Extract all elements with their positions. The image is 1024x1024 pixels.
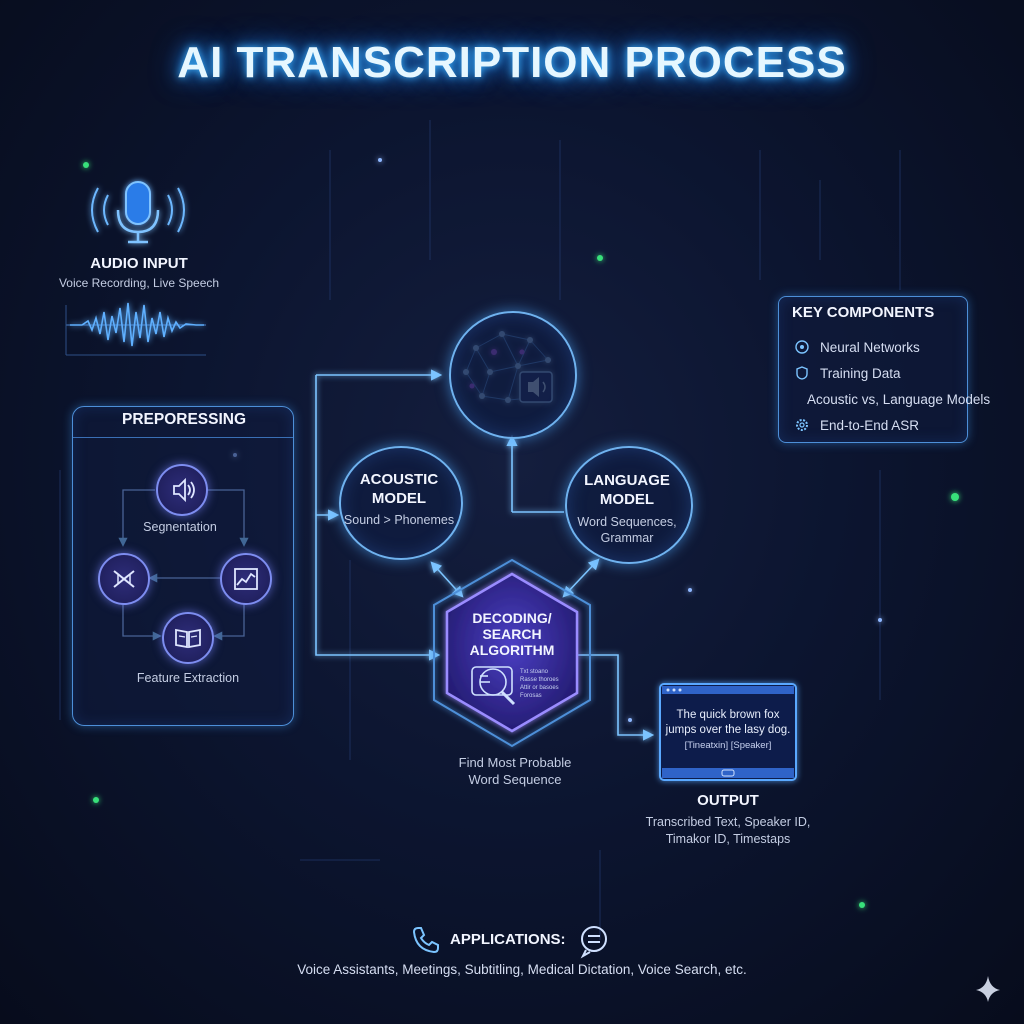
- connectors: [315, 369, 655, 741]
- circuit-lines: [59, 120, 901, 940]
- key-components-panel: [778, 296, 968, 443]
- decoding-hexagon: [433, 558, 591, 748]
- shield-icon: [796, 366, 808, 380]
- audio-input-title: AUDIO INPUT: [90, 255, 188, 272]
- magnifier-document-icon: [471, 666, 516, 706]
- speaker-icon: [156, 464, 208, 516]
- network-icon: [795, 340, 809, 354]
- applications-list: Voice Assistants, Meetings, Subtitling, …: [297, 962, 747, 977]
- sparkle-icon: [976, 976, 1000, 1002]
- microphone-icon: [91, 181, 185, 244]
- language-model-node: [565, 446, 693, 564]
- output-subtitle: Transcribed Text, Speaker ID,Timakor ID,…: [645, 815, 811, 846]
- book-icon: [162, 612, 214, 664]
- chart-icon: [220, 553, 272, 605]
- feature-extraction-label: Feature Extraction: [136, 671, 240, 685]
- segmentation-label: Segnentation: [143, 520, 217, 534]
- key-components-list: Neural Networks Training Data Acoustic v…: [794, 334, 990, 438]
- gear-icon: [796, 419, 808, 431]
- key-components-title: KEY COMPONENTS: [792, 304, 935, 321]
- output-title: OUTPUT: [697, 792, 759, 809]
- chat-bubble-icon: [580, 926, 607, 959]
- page-title: AI TRANSCRIPTION PROCESS: [177, 38, 847, 87]
- preprocessing-title: PREPORESSING: [121, 411, 247, 428]
- dna-icon: [98, 553, 150, 605]
- neural-network-circle: [449, 311, 577, 439]
- output-monitor: [659, 683, 797, 781]
- applications-title: APPLICATIONS:: [450, 931, 566, 948]
- acoustic-model-node: [339, 446, 463, 560]
- acoustic-model-subtitle: Sound > Phonemes: [343, 513, 455, 527]
- waveform-graphic: [65, 302, 206, 356]
- phone-icon: [412, 927, 439, 954]
- component-item: End-to-End ASR: [794, 412, 990, 438]
- component-item: Neural Networks: [794, 334, 990, 360]
- component-item: Acoustic vs, Language Models: [807, 391, 991, 407]
- component-item: Training Data: [794, 360, 990, 386]
- glow-dots: [83, 158, 959, 908]
- audio-input-subtitle: Voice Recording, Live Speech: [58, 276, 220, 290]
- language-model-subtitle: Word Sequences,Grammar: [577, 515, 677, 545]
